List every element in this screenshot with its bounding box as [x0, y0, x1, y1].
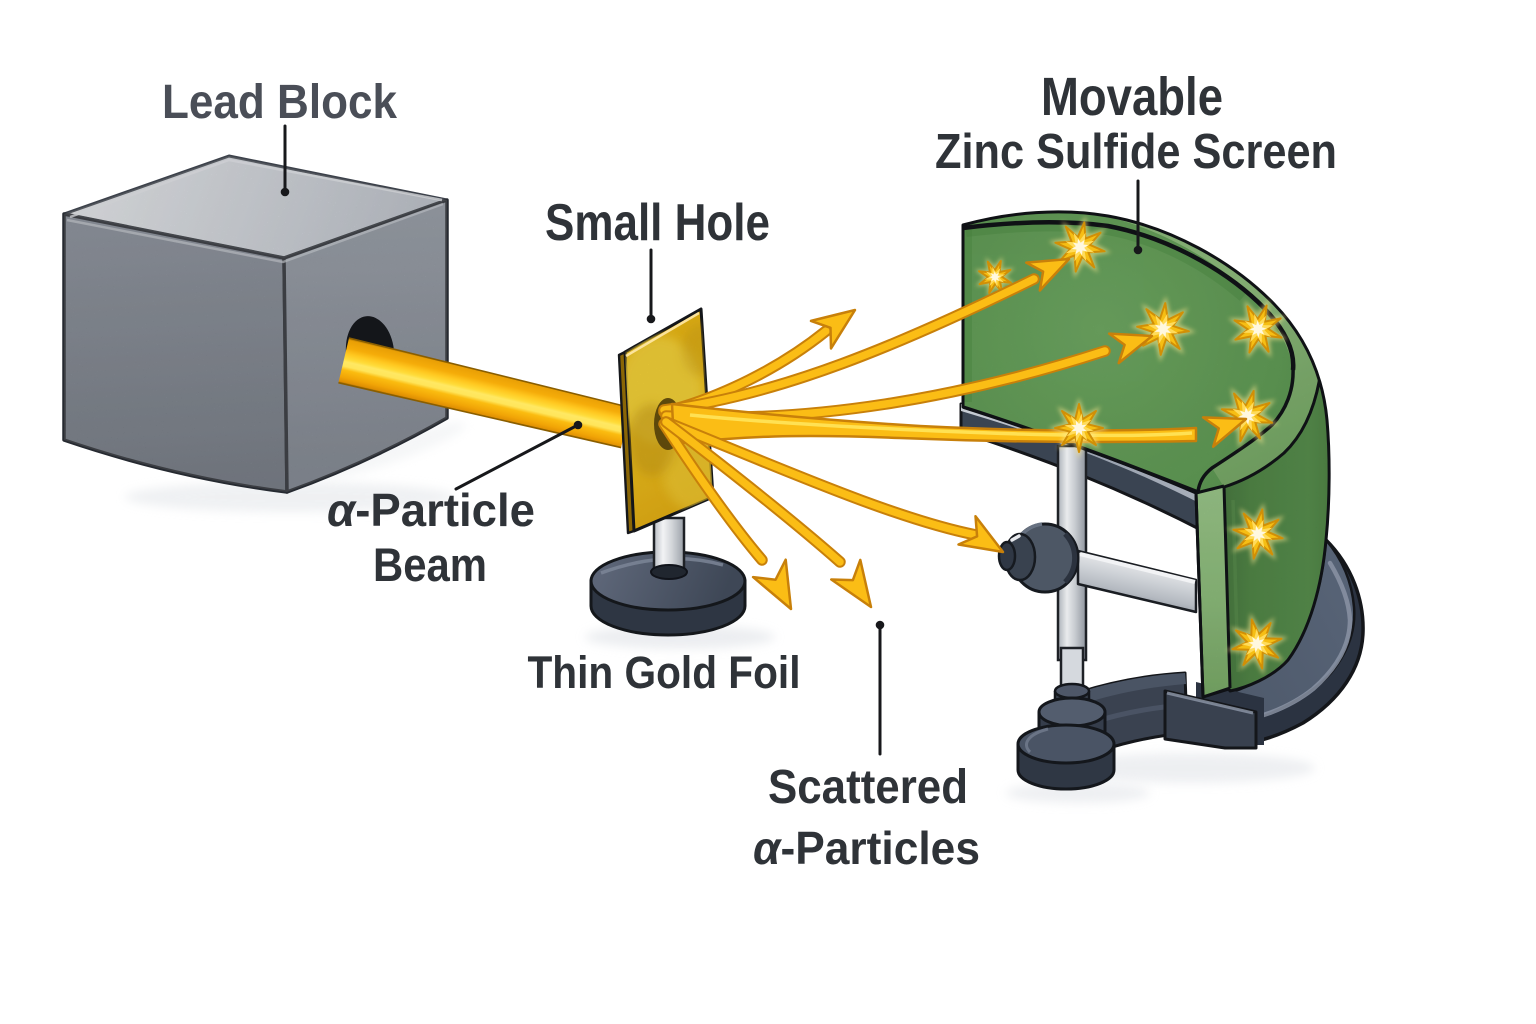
svg-text:Movable: Movable	[1041, 67, 1223, 127]
svg-text:α-Particle: α-Particle	[327, 484, 535, 536]
svg-text:Lead Block: Lead Block	[162, 76, 397, 129]
svg-text:Scattered: Scattered	[768, 761, 968, 814]
svg-text:Zinc Sulfide Screen: Zinc Sulfide Screen	[935, 125, 1337, 179]
svg-text:Beam: Beam	[373, 538, 487, 591]
svg-text:Small Hole: Small Hole	[545, 194, 770, 252]
svg-text:Thin Gold Foil: Thin Gold Foil	[528, 647, 801, 698]
svg-text:α-Particles: α-Particles	[753, 822, 980, 874]
